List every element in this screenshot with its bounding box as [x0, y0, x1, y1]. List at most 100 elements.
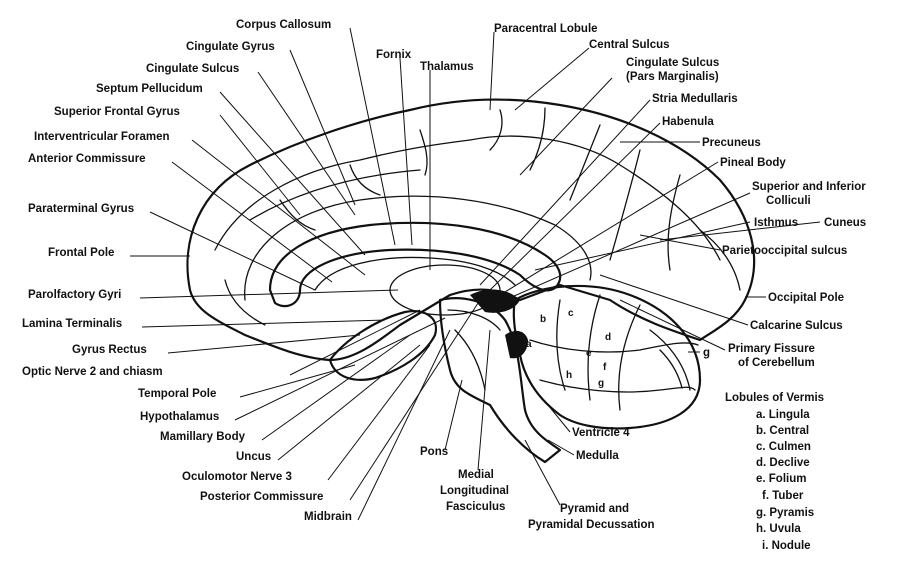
midbrain-line: [447, 309, 501, 331]
cingulate-arc: [244, 195, 592, 301]
gyrus-line: [249, 169, 421, 221]
label-cingulate-sulcus: Cingulate Sulcus: [146, 63, 239, 75]
gyrus-line: [569, 124, 601, 201]
vermis-legend-item: c. Culmen: [756, 441, 811, 453]
lobule-letter: f: [603, 362, 607, 373]
label-anterior-commissure: Anterior Commissure: [28, 153, 146, 165]
vermis-legend-item: a. Lingula: [756, 409, 810, 421]
label-mamillary-body: Mamillary Body: [160, 431, 246, 443]
label-precuneus: Precuneus: [702, 137, 761, 149]
cerebrum-outline: [186, 98, 756, 362]
label-ventricle-4: Ventricle 4: [572, 427, 630, 439]
gyrus-line: [699, 229, 741, 291]
label-corpus-callosum: Corpus Callosum: [236, 19, 331, 31]
label-medulla: Medulla: [576, 450, 619, 462]
label-pars-marginalis: (Pars Marginalis): [626, 71, 719, 83]
label-g-marker: g: [703, 347, 710, 359]
lobule-letter: d: [605, 332, 611, 343]
label-superior-frontal-gyrus: Superior Frontal Gyrus: [54, 106, 180, 118]
cerebellum-folia: [539, 379, 696, 393]
label-occipital-pole: Occipital Pole: [768, 292, 844, 304]
label-parietooccipital-sulcus: Parietooccipital sulcus: [722, 245, 847, 257]
label-lamina-terminalis: Lamina Terminalis: [22, 318, 122, 330]
gyrus-line: [609, 149, 641, 261]
label-mlf-3: Fasciculus: [446, 501, 505, 513]
label-posterior-commissure: Posterior Commissure: [200, 491, 323, 503]
label-optic-nerve: Optic Nerve 2 and chiasm: [22, 366, 163, 378]
lobule-letter: h: [566, 370, 572, 381]
label-thalamus: Thalamus: [420, 61, 474, 73]
vermis-legend-item: e. Folium: [756, 473, 806, 485]
vermis-legend-title: Lobules of Vermis: [725, 392, 824, 404]
label-interventricular-foramen: Interventricular Foramen: [34, 131, 169, 143]
fornix-shape: [314, 256, 516, 291]
label-cingulate-gyrus: Cingulate Gyrus: [186, 41, 275, 53]
lobule-letter: c: [568, 308, 574, 319]
label-pyramid-2: Pyramidal Decussation: [528, 519, 655, 531]
cerebellum-folia: [618, 304, 641, 411]
label-paraterminal-gyrus: Paraterminal Gyrus: [28, 203, 134, 215]
brainstem-outline: [438, 297, 562, 464]
pons-line: [454, 329, 486, 391]
temporal-lobe-outline: [328, 310, 438, 381]
label-habenula: Habenula: [662, 116, 714, 128]
label-parolfactory-gyri: Parolfactory Gyri: [28, 289, 121, 301]
label-primary-fissure-2: of Cerebellum: [738, 357, 815, 369]
vermis-legend-item: b. Central: [756, 425, 809, 437]
fourth-ventricle-shape: [505, 330, 528, 359]
gyrus-line: [469, 135, 721, 261]
label-stria-medullaris: Stria Medullaris: [652, 93, 738, 105]
cerebellum-folia: [587, 294, 601, 401]
label-midbrain: Midbrain: [304, 511, 352, 523]
label-central-sulcus: Central Sulcus: [589, 39, 670, 51]
gyrus-line: [279, 199, 316, 231]
cerebellum-folia: [529, 339, 699, 353]
vermis-legend: Lobules of Vermis a. Lingula b. Central …: [725, 392, 824, 552]
leader-lines: [130, 27, 821, 521]
label-uncus: Uncus: [236, 451, 271, 463]
cerebellum-folia: [556, 299, 566, 391]
vermis-legend-item: d. Declive: [756, 457, 810, 469]
gyrus-line: [529, 107, 546, 171]
label-mlf-2: Longitudinal: [440, 485, 509, 497]
gyrus-line: [224, 279, 266, 326]
label-paracentral-lobule: Paracentral Lobule: [494, 23, 598, 35]
label-hypothalamus: Hypothalamus: [140, 411, 219, 423]
cerebellum-folia: [659, 349, 683, 389]
label-mlf: Medial: [458, 469, 494, 481]
label-fornix: Fornix: [376, 49, 412, 61]
label-frontal-pole: Frontal Pole: [48, 247, 114, 259]
lobule-letter: g: [598, 378, 604, 389]
gyrus-line: [489, 109, 503, 151]
vermis-legend-item: f. Tuber: [762, 490, 804, 502]
gyrus-line: [419, 129, 428, 176]
label-colliculi: Superior and Inferior: [752, 181, 866, 193]
vermis-legend-item: i. Nodule: [762, 540, 811, 552]
brain-drawing: a b c d e f g h: [186, 98, 756, 464]
label-pons: Pons: [420, 446, 448, 458]
label-calcarine-sulcus: Calcarine Sulcus: [750, 320, 843, 332]
gyrus-line: [349, 164, 381, 196]
lobule-letter: a: [526, 339, 532, 350]
lobule-letter: e: [586, 348, 592, 359]
vermis-legend-item: h. Uvula: [756, 523, 801, 535]
label-isthmus: Isthmus: [754, 217, 798, 229]
label-cingulate-sulcus-marginalis: Cingulate Sulcus: [626, 57, 719, 69]
label-gyrus-rectus: Gyrus Rectus: [72, 344, 147, 356]
label-cuneus: Cuneus: [824, 217, 866, 229]
label-primary-fissure: Primary Fissure: [728, 343, 815, 355]
label-colliculi-2: Colliculi: [766, 195, 811, 207]
lobule-letter: b: [540, 314, 546, 325]
label-pyramid: Pyramid and: [560, 503, 629, 515]
vermis-legend-item: g. Pyramis: [756, 507, 814, 519]
label-oculomotor-nerve: Oculomotor Nerve 3: [182, 471, 292, 483]
label-pineal-body: Pineal Body: [720, 157, 786, 169]
gyrus-line: [667, 174, 681, 271]
cerebellum-folia: [649, 329, 691, 391]
gyrus-line: [214, 139, 471, 251]
third-ventricle-shape: [470, 289, 520, 313]
labels: Corpus Callosum Cingulate Gyrus Cingulat…: [22, 19, 866, 531]
cerebellum-outline: [512, 284, 702, 430]
label-septum-pellucidum: Septum Pellucidum: [96, 83, 203, 95]
